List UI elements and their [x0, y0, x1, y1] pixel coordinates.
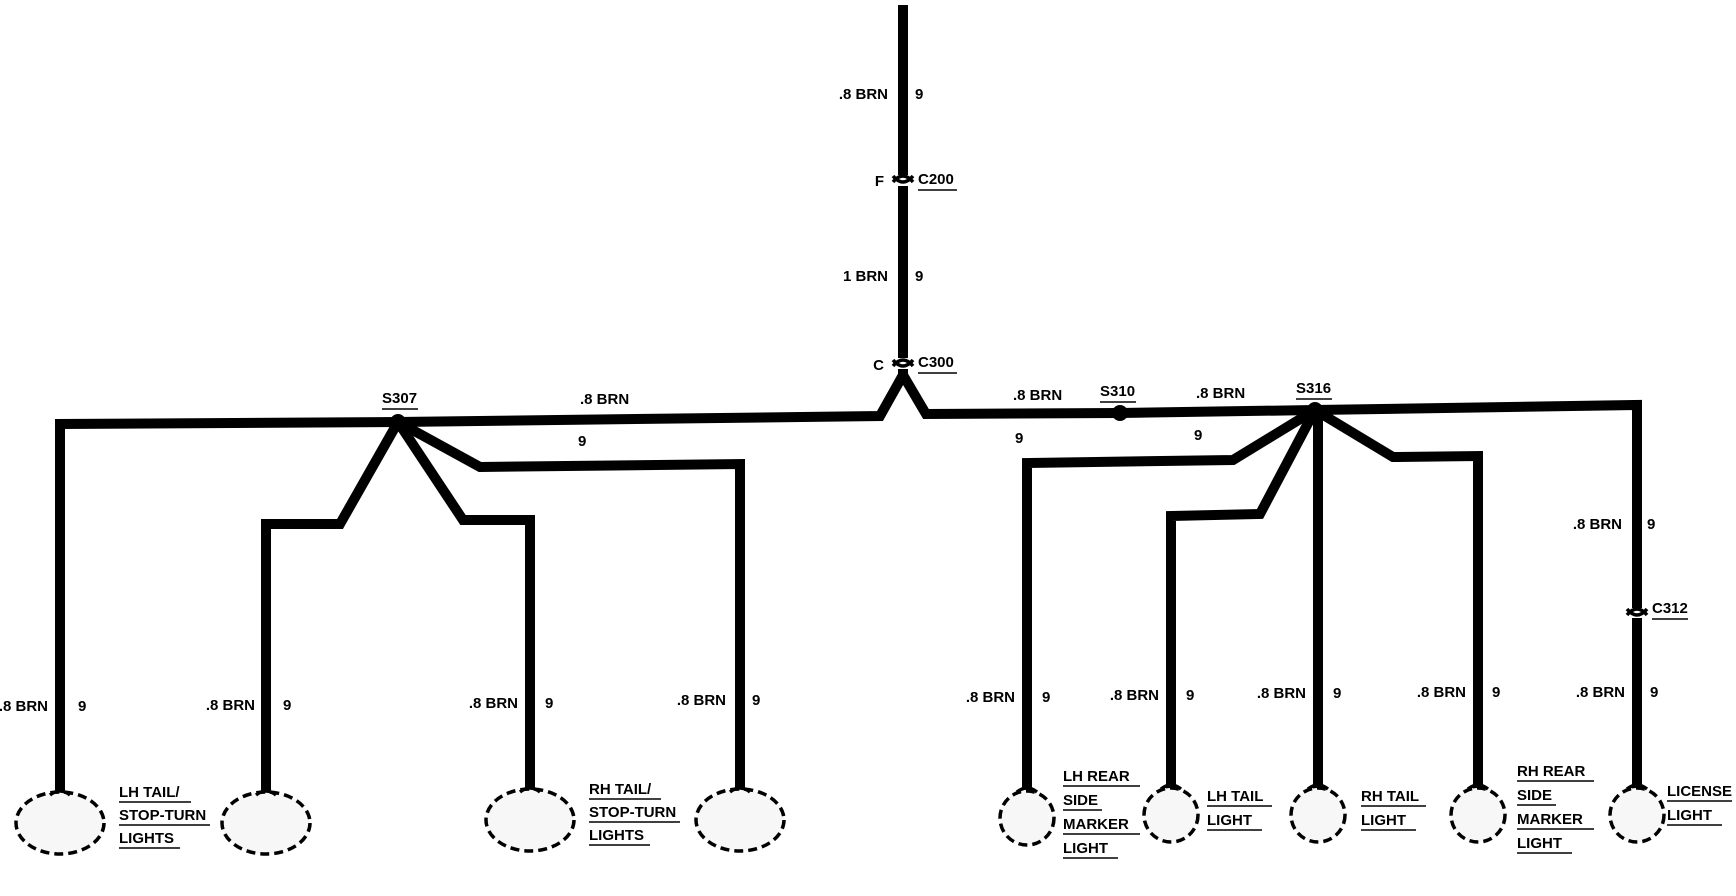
wire-license-upper-circuit: 9 [1647, 516, 1655, 533]
svg-text:LIGHT: LIGHT [1063, 840, 1108, 857]
wire-right-bus-a-gauge: .8 BRN [1013, 387, 1062, 404]
svg-text:LIGHTS: LIGHTS [589, 827, 644, 844]
wire-left-bus-circuit: 9 [578, 433, 586, 450]
svg-text:LH REAR: LH REAR [1063, 768, 1130, 785]
label-license-light: LICENSE LIGHT [1667, 783, 1732, 826]
wire-mid-circuit: 9 [915, 268, 923, 285]
connector-c312[interactable] [1625, 607, 1649, 617]
c300-id-label: C300 [918, 354, 954, 371]
wire-lh-tail-light-gauge: .8 BRN [1110, 687, 1159, 704]
c200-male-icon [891, 174, 915, 184]
bulb-rh-side-marker-icon[interactable] [1449, 786, 1507, 844]
bulb-rh-tail-light-icon[interactable] [1289, 786, 1347, 844]
wire-lh-tail-light-circuit: 9 [1186, 687, 1194, 704]
c300-male-icon [891, 358, 915, 368]
wire-mid-gauge: 1 BRN [843, 268, 888, 285]
svg-text:LIGHT: LIGHT [1207, 812, 1252, 829]
wire-lh-tail-inner-gauge: .8 BRN [206, 697, 255, 714]
s310-label: S310 [1100, 383, 1135, 400]
svg-text:MARKER: MARKER [1517, 811, 1583, 828]
c200-id-label: C200 [918, 171, 954, 188]
wire-lh-tail-inner-circuit: 9 [283, 697, 291, 714]
bulb-lh-side-marker-icon[interactable] [998, 789, 1056, 847]
svg-text:SIDE: SIDE [1517, 787, 1552, 804]
c300-female-icon [891, 358, 915, 368]
bulb-rh-tail-outer-icon[interactable] [694, 787, 786, 853]
wire-lh-side-marker-gauge: .8 BRN [966, 689, 1015, 706]
wire-rh-tail-inner [393, 419, 535, 790]
label-rh-tail-stop-turn: RH TAIL/ STOP-TURN LIGHTS [589, 781, 680, 846]
splice-s316-dot[interactable] [1307, 402, 1323, 418]
wire-left-bus [55, 372, 908, 790]
splice-s310-dot[interactable] [1112, 405, 1128, 421]
wire-lh-tail-inner [261, 419, 403, 790]
wire-top-gauge: .8 BRN [839, 86, 888, 103]
connector-c300[interactable] [891, 358, 915, 368]
label-lh-tail-light: LH TAIL LIGHT [1207, 788, 1272, 831]
wire-rh-tail-light-gauge: .8 BRN [1257, 685, 1306, 702]
wire-rh-side-marker-circuit: 9 [1492, 684, 1500, 701]
svg-text:SIDE: SIDE [1063, 792, 1098, 809]
wire-lh-side-marker-circuit: 9 [1042, 689, 1050, 706]
bulb-rh-tail-inner-icon[interactable] [484, 787, 576, 853]
wire-rh-tail-light-circuit: 9 [1333, 685, 1341, 702]
wire-right-bus [898, 372, 1642, 608]
bulb-license-light-icon[interactable] [1608, 786, 1666, 844]
wire-rh-tail-inner-gauge: .8 BRN [469, 695, 518, 712]
svg-text:STOP-TURN: STOP-TURN [119, 807, 206, 824]
wire-rh-side-marker [1312, 405, 1483, 790]
s307-label: S307 [382, 390, 417, 407]
svg-text:LIGHT: LIGHT [1517, 835, 1562, 852]
wire-right-bus-a-circuit: 9 [1015, 430, 1023, 447]
wire-top-circuit: 9 [915, 86, 923, 103]
wire-left-bus-gauge: .8 BRN [580, 391, 629, 408]
connector-c200[interactable] [891, 174, 915, 184]
c312-female-icon [1625, 607, 1649, 617]
c200-female-icon [891, 174, 915, 184]
svg-text:LH TAIL/: LH TAIL/ [119, 784, 180, 801]
wire-license-upper-gauge: .8 BRN [1573, 516, 1622, 533]
svg-text:LIGHT: LIGHT [1667, 807, 1712, 824]
wire-right-bus-b-circuit: 9 [1194, 427, 1202, 444]
svg-text:RH TAIL: RH TAIL [1361, 788, 1419, 805]
wire-license-lower-gauge: .8 BRN [1576, 684, 1625, 701]
s316-label: S316 [1296, 380, 1331, 397]
wire-rh-tail-outer [395, 417, 745, 790]
wire-lh-tail-outer-circuit: 9 [78, 698, 86, 715]
svg-text:LH TAIL: LH TAIL [1207, 788, 1263, 805]
svg-text:STOP-TURN: STOP-TURN [589, 804, 676, 821]
wire-right-bus-b-gauge: .8 BRN [1196, 385, 1245, 402]
wire-license-lower-circuit: 9 [1650, 684, 1658, 701]
wire-rh-side-marker-gauge: .8 BRN [1417, 684, 1466, 701]
bulb-lh-tail-outer-icon[interactable] [14, 790, 106, 856]
bulb-lh-tail-light-icon[interactable] [1142, 786, 1200, 844]
label-rh-rear-side-marker: RH REAR SIDE MARKER LIGHT [1517, 763, 1594, 854]
svg-text:LIGHTS: LIGHTS [119, 830, 174, 847]
svg-text:LIGHT: LIGHT [1361, 812, 1406, 829]
label-lh-tail-stop-turn: LH TAIL/ STOP-TURN LIGHTS [119, 784, 210, 849]
c312-male-icon [1625, 607, 1649, 617]
wires [55, 5, 1642, 790]
label-rh-tail-light: RH TAIL LIGHT [1361, 788, 1426, 831]
bulbs [14, 783, 1666, 856]
svg-text:RH TAIL/: RH TAIL/ [589, 781, 652, 798]
wire-rh-tail-inner-circuit: 9 [545, 695, 553, 712]
c200-pin-label: F [875, 173, 884, 190]
bulb-lh-tail-inner-icon[interactable] [220, 790, 312, 856]
label-lh-rear-side-marker: LH REAR SIDE MARKER LIGHT [1063, 768, 1140, 859]
svg-text:MARKER: MARKER [1063, 816, 1129, 833]
wire-lh-tail-light [1166, 407, 1320, 790]
socket-ticks [48, 783, 1649, 797]
c312-id-label: C312 [1652, 600, 1688, 617]
svg-text:LICENSE: LICENSE [1667, 783, 1732, 800]
c300-pin-label: C [873, 357, 884, 374]
splice-s307-dot[interactable] [390, 414, 406, 430]
wire-lh-tail-outer-gauge: .8 BRN [0, 698, 48, 715]
wire-rh-tail-outer-gauge: .8 BRN [677, 692, 726, 709]
svg-text:RH REAR: RH REAR [1517, 763, 1586, 780]
wire-rh-tail-outer-circuit: 9 [752, 692, 760, 709]
wire-lh-side-marker [1022, 405, 1318, 790]
